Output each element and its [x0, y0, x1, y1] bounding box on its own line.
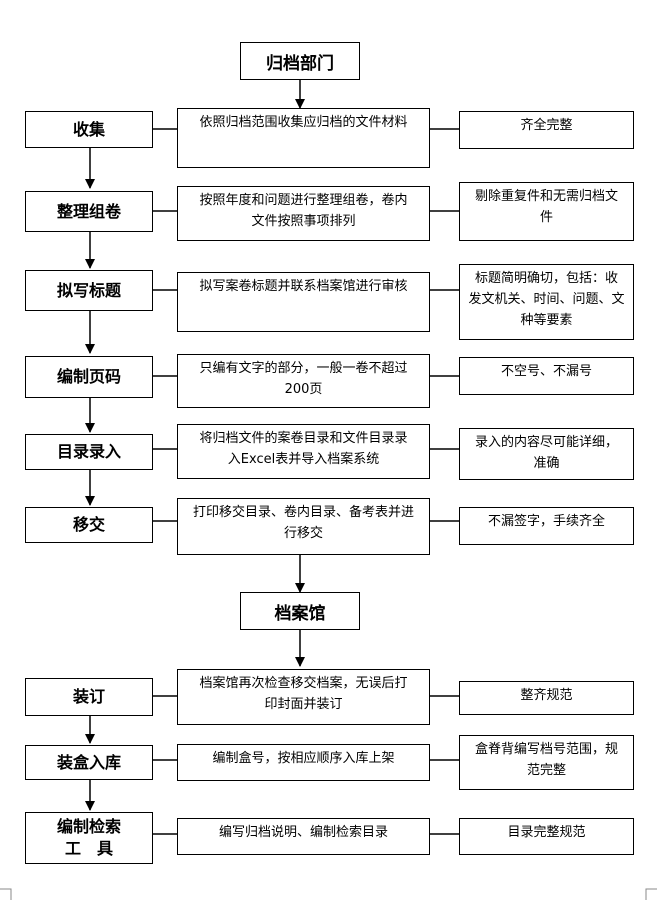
requirement-box: 不漏签字，手续齐全	[459, 507, 634, 545]
step-box: 移交	[25, 507, 153, 543]
requirement-box: 不空号、不漏号	[459, 357, 634, 395]
description-box: 拟写案卷标题并联系档案馆进行审核	[177, 272, 430, 332]
description-box: 编写归档说明、编制检索目录	[177, 818, 430, 855]
requirement-box: 齐全完整	[459, 111, 634, 149]
requirement-box: 标题简明确切，包括：收 发文机关、时间、问题、文 种等要素	[459, 264, 634, 340]
description-box: 编制盒号，按相应顺序入库上架	[177, 744, 430, 781]
description-box: 档案馆再次检查移交档案，无误后打 印封面并装订	[177, 669, 430, 725]
header-department: 归档部门	[240, 42, 360, 80]
step-box: 编制页码	[25, 356, 153, 398]
description-box: 只编有文字的部分，一般一卷不超过 200页	[177, 354, 430, 408]
requirement-box: 整齐规范	[459, 681, 634, 715]
step-box: 编制检索 工 具	[25, 812, 153, 864]
requirement-box: 录入的内容尽可能详细， 准确	[459, 428, 634, 480]
requirement-box: 盒脊背编写档号范围，规 范完整	[459, 735, 634, 790]
step-box: 装订	[25, 678, 153, 716]
step-box: 目录录入	[25, 434, 153, 470]
step-box: 拟写标题	[25, 270, 153, 311]
requirement-box: 剔除重复件和无需归档文 件	[459, 182, 634, 241]
description-box: 打印移交目录、卷内目录、备考表并进 行移交	[177, 498, 430, 555]
corner-mark-right	[645, 888, 657, 900]
description-box: 按照年度和问题进行整理组卷，卷内 文件按照事项排列	[177, 186, 430, 241]
header-archive: 档案馆	[240, 592, 360, 630]
step-box: 装盒入库	[25, 745, 153, 780]
requirement-box: 目录完整规范	[459, 818, 634, 855]
description-box: 依照归档范围收集应归档的文件材料	[177, 108, 430, 168]
corner-mark-left	[0, 888, 12, 900]
step-box: 整理组卷	[25, 191, 153, 232]
step-box: 收集	[25, 111, 153, 148]
description-box: 将归档文件的案卷目录和文件目录录 入Excel表并导入档案系统	[177, 424, 430, 479]
